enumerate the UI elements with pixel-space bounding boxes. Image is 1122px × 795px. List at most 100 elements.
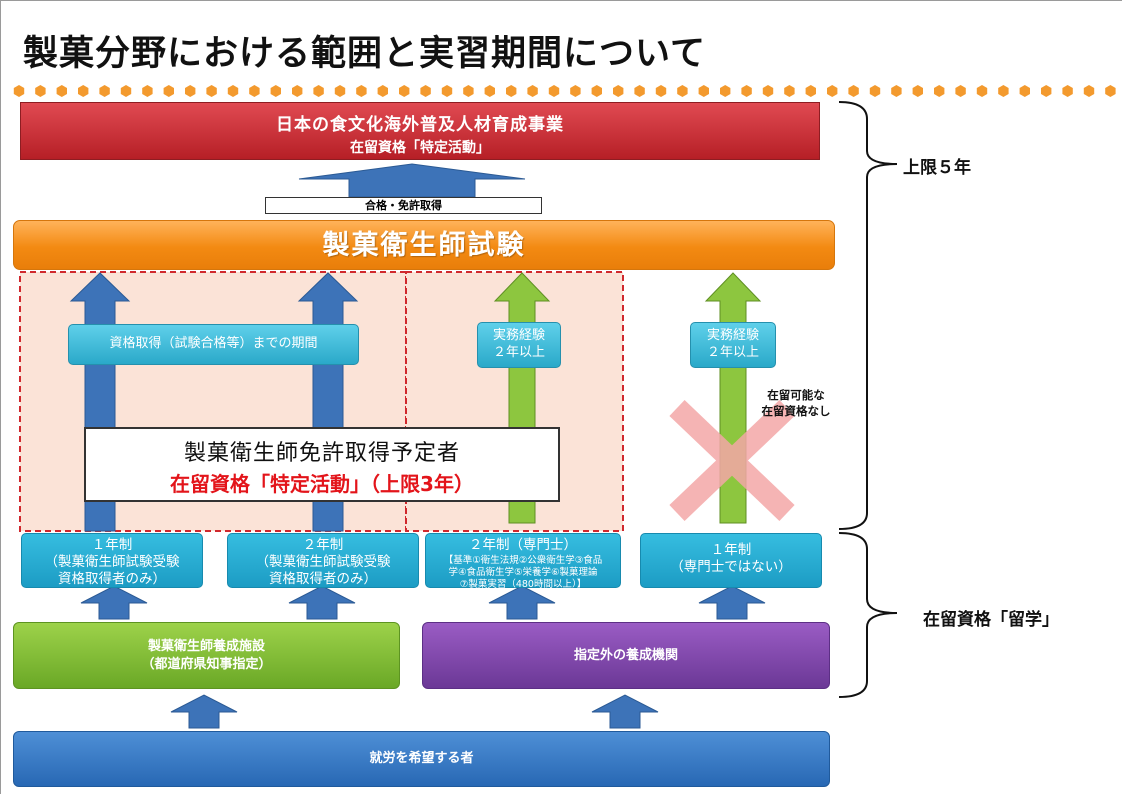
divider-dot bbox=[249, 85, 260, 97]
divider-dot bbox=[13, 85, 25, 97]
course-box-4: １年制 （専門士ではない） bbox=[640, 533, 822, 588]
course-head: ２年制 bbox=[302, 537, 344, 553]
work-experience-box-2: 実務経験 ２年以上 bbox=[690, 322, 776, 368]
divider-dot bbox=[420, 85, 431, 97]
no-status-note: 在留可能な 在留資格なし bbox=[741, 387, 851, 419]
work-experience-line2: ２年以上 bbox=[706, 345, 759, 360]
course-line: 資格取得者のみ） bbox=[58, 570, 166, 587]
course-box-3: ２年制（専門士） 【基準①衛生法規②公衆衛生学③食品 学④食品衛生学⑤栄養学⑥製… bbox=[425, 533, 621, 591]
divider-dot bbox=[185, 85, 196, 97]
divider-dot bbox=[313, 85, 324, 97]
course-line: 学④食品衛生学⑤栄養学⑥製菓理論 bbox=[448, 566, 598, 578]
divider-dot bbox=[1083, 85, 1095, 97]
divider-dot bbox=[613, 85, 624, 97]
divider-dot bbox=[634, 85, 645, 97]
top-program-box: 日本の食文化海外普及人材育成事業 在留資格「特定活動」 bbox=[20, 102, 820, 160]
divider-dot bbox=[270, 85, 281, 97]
small-up-arrow-1 bbox=[80, 585, 148, 620]
job-seeker-box: 就労を希望する者 bbox=[13, 731, 830, 787]
divider-dot bbox=[548, 85, 560, 97]
divider-dot bbox=[227, 85, 239, 97]
divider-dot bbox=[934, 85, 945, 97]
small-up-arrow-4 bbox=[698, 585, 766, 620]
course-box-2: ２年制 （製菓衛生師試験受験 資格取得者のみ） bbox=[227, 533, 419, 588]
cross-icon bbox=[669, 400, 795, 521]
divider-dot bbox=[976, 85, 988, 97]
big-up-arrow bbox=[298, 163, 526, 198]
dotted-divider bbox=[13, 85, 1116, 97]
divider-dot bbox=[848, 85, 859, 97]
work-experience-box-1: 実務経験 ２年以上 bbox=[477, 322, 561, 368]
divider-dot bbox=[912, 85, 923, 97]
brace-upper bbox=[838, 101, 898, 530]
student-status-label: 在留資格「留学」 bbox=[923, 610, 1059, 630]
cert-label: 合格・免許取得 bbox=[265, 197, 542, 214]
divider-dot bbox=[677, 85, 688, 97]
divider-dot bbox=[206, 85, 217, 97]
divider-dot bbox=[463, 85, 474, 97]
no-status-line1: 在留可能な bbox=[767, 388, 825, 402]
course-head: １年制 bbox=[710, 542, 752, 558]
course-head: ２年制（専門士） bbox=[469, 537, 577, 553]
page-title: 製菓分野における範囲と実習期間について bbox=[23, 34, 706, 74]
course-line: （製菓衛生師試験受験 bbox=[44, 553, 180, 570]
course-line: 資格取得者のみ） bbox=[269, 570, 377, 587]
divider-dot bbox=[827, 85, 838, 97]
divider-dot bbox=[1105, 85, 1116, 97]
exam-box: 製菓衛生師試験 bbox=[13, 220, 835, 270]
divider-dot bbox=[99, 85, 110, 97]
divider-dot bbox=[78, 85, 89, 97]
divider-dot bbox=[591, 85, 602, 97]
top-program-status: 在留資格「特定活動」 bbox=[350, 140, 490, 156]
divider-dot bbox=[484, 85, 495, 97]
divider-dot bbox=[506, 85, 517, 97]
no-status-line2: 在留資格なし bbox=[761, 404, 831, 419]
small-up-arrow-2 bbox=[288, 585, 356, 620]
course-box-1: １年制 （製菓衛生師試験受験 資格取得者のみ） bbox=[21, 533, 203, 588]
base-up-arrow-2 bbox=[591, 694, 659, 729]
divider-dot bbox=[720, 85, 731, 97]
divider-dot bbox=[142, 85, 153, 97]
divider-dot bbox=[377, 85, 388, 97]
upper-limit-label: 上限５年 bbox=[903, 158, 971, 178]
license-candidate-title: 製菓衛生師免許取得予定者 bbox=[183, 441, 460, 466]
divider-dot bbox=[869, 85, 881, 97]
course-line: 【基準①衛生法規②公衆衛生学③食品 bbox=[443, 554, 603, 566]
divider-dot bbox=[56, 85, 67, 97]
divider-dot bbox=[441, 85, 453, 97]
divider-dot bbox=[35, 85, 46, 97]
course-line: （製菓衛生師試験受験 bbox=[255, 553, 391, 570]
designated-facility-box: 製菓衛生師養成施設 （都道府県知事指定） bbox=[13, 622, 400, 689]
divider-dot bbox=[1041, 85, 1052, 97]
period-label-box: 資格取得（試験合格等）までの期間 bbox=[68, 324, 359, 365]
work-experience-line1: 実務経験 bbox=[706, 328, 759, 344]
divider-dot bbox=[292, 85, 303, 97]
divider-dot bbox=[570, 85, 581, 97]
divider-dot bbox=[698, 85, 709, 97]
work-experience-line1: 実務経験 bbox=[492, 328, 545, 344]
other-facility-box: 指定外の養成機関 bbox=[422, 622, 830, 689]
base-up-arrow-1 bbox=[170, 694, 238, 729]
brace-lower bbox=[838, 532, 898, 698]
designated-facility-line1: 製菓衛生師養成施設 bbox=[147, 638, 265, 654]
course-line: （専門士ではない） bbox=[670, 558, 792, 575]
divider-dot bbox=[762, 85, 774, 97]
small-up-arrow-3 bbox=[488, 585, 556, 620]
divider-dot bbox=[955, 85, 966, 97]
divider-dot bbox=[998, 85, 1009, 97]
course-line: ⑦製菓実習（480時間以上）】 bbox=[459, 579, 587, 591]
divider-dot bbox=[1019, 85, 1030, 97]
work-experience-line2: ２年以上 bbox=[492, 345, 545, 360]
divider-dot bbox=[784, 85, 795, 97]
designated-facility-line2: （都道府県知事指定） bbox=[141, 656, 272, 672]
license-candidate-box: 製菓衛生師免許取得予定者 在留資格「特定活動」（上限3年） bbox=[84, 427, 560, 502]
divider-dot bbox=[527, 85, 538, 97]
divider-dot bbox=[120, 85, 132, 97]
course-head: １年制 bbox=[91, 537, 133, 553]
divider-dot bbox=[1062, 85, 1073, 97]
divider-dot bbox=[334, 85, 346, 97]
divider-dot bbox=[356, 85, 367, 97]
license-candidate-status: 在留資格「特定活動」（上限3年） bbox=[170, 472, 474, 496]
divider-dot bbox=[891, 85, 902, 97]
top-program-title: 日本の食文化海外普及人材育成事業 bbox=[276, 115, 564, 135]
